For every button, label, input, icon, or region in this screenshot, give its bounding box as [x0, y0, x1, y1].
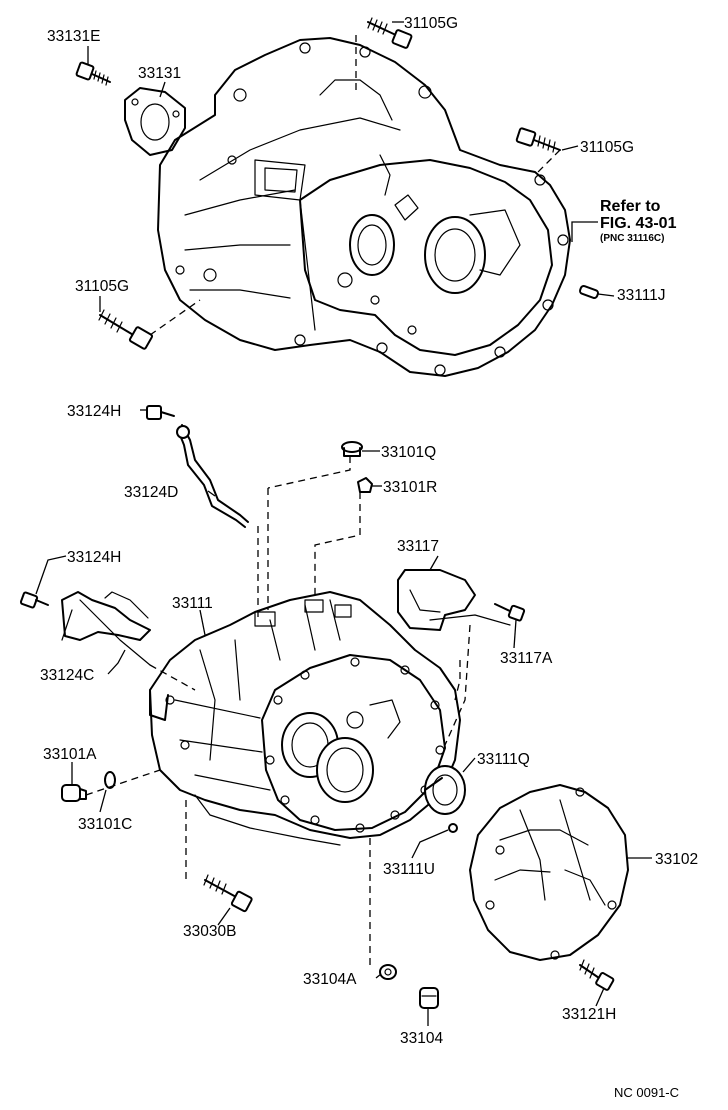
bolt-33117A: [494, 603, 526, 622]
dash-33101R: [314, 492, 361, 598]
cover-plate-33131: [124, 87, 186, 156]
gasket-33101C: [104, 771, 116, 789]
pin-33111J: [579, 285, 599, 299]
label-refer-to: Refer to: [600, 198, 661, 215]
label-33030B: 33030B: [183, 923, 236, 940]
label-refer-pnc: (PNC 31116C): [600, 233, 664, 244]
plug-33101Q: [341, 441, 363, 457]
bolt-33030B: [203, 874, 253, 913]
bolt-33124H-top: [146, 405, 175, 420]
upper-transaxle-housing: [157, 37, 571, 377]
label-33101Q: 33101Q: [381, 444, 436, 461]
label-31105G-right: 31105G: [580, 139, 634, 156]
label-33111J: 33111J: [617, 287, 666, 304]
label-33117A: 33117A: [500, 650, 553, 667]
bolt-31105G-top: [367, 17, 413, 49]
bracket-33124D: [176, 424, 249, 528]
label-33101R: 33101R: [383, 479, 437, 496]
washer-33104A: [379, 964, 397, 980]
label-33101A: 33101A: [43, 746, 97, 763]
bolt-31105G-right: [515, 127, 561, 153]
label-33124C: 33124C: [40, 667, 94, 684]
bolt-31105G-left: [98, 309, 154, 350]
seal-33111Q: [424, 765, 466, 815]
bolt-33124H-mid: [19, 591, 49, 609]
bracket-33124C: [61, 591, 151, 666]
label-33104: 33104: [400, 1030, 443, 1047]
dash-31105G-right: [534, 149, 561, 176]
label-31105G-top: 31105G: [404, 15, 458, 32]
plug-33101R: [357, 477, 373, 493]
figure-code: NC 0091-C: [614, 1085, 679, 1100]
label-33117: 33117: [397, 538, 439, 555]
dash-33101A: [85, 769, 161, 796]
label-33111U: 33111U: [383, 861, 435, 878]
label-refer-fig: FIG. 43-01: [600, 215, 677, 232]
label-33102: 33102: [655, 851, 698, 868]
rear-cover-33102: [469, 784, 629, 961]
label-31105G-left: 31105G: [75, 278, 129, 295]
label-33111Q: 33111Q: [477, 751, 530, 768]
label-33124D: 33124D: [124, 484, 178, 501]
lower-transaxle-case-33111: [149, 591, 461, 846]
bolt-33131E: [75, 61, 111, 86]
label-33101C: 33101C: [78, 816, 132, 833]
label-33104A: 33104A: [303, 971, 357, 988]
drain-plug-33104: [419, 987, 439, 1009]
dash-33124C: [149, 664, 196, 691]
label-33131: 33131: [138, 65, 181, 82]
leader-lines: [35, 21, 652, 1026]
dash-33117-b: [454, 660, 461, 701]
pin-33111U: [448, 823, 458, 833]
label-33131E: 33131E: [47, 28, 100, 45]
label-33121H: 33121H: [562, 1006, 616, 1023]
plug-33101A: [61, 784, 87, 802]
bracket-33117: [397, 569, 511, 631]
label-33124H-mid: 33124H: [67, 549, 121, 566]
label-33111: 33111: [172, 595, 213, 612]
dash-33117: [444, 624, 471, 746]
dash-31105G-left: [149, 299, 201, 336]
bolt-33121H: [579, 959, 615, 991]
dash-33101Q: [267, 456, 351, 489]
label-33124H-top: 33124H: [67, 403, 121, 420]
